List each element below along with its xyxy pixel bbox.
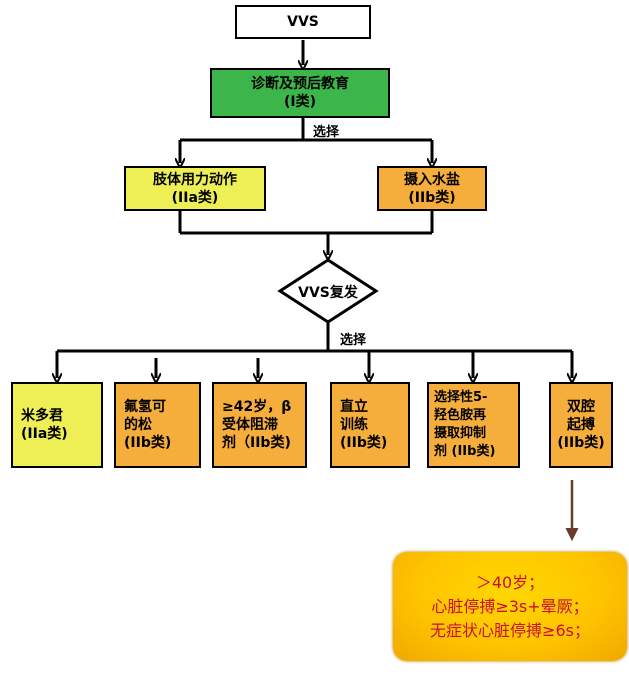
salt-line-2: (IIb类) (408, 189, 456, 206)
note-line-2: 心脏停搏≥3s+晕厥； (431, 596, 589, 616)
ssri-line-2: 羟色胺再 (434, 408, 487, 423)
pacing-criteria-note: ＞40岁； 心脏停搏≥3s+晕厥； 无症状心脏停搏≥6s； (393, 552, 627, 661)
diagnosis-box: 诊断及预后教育 (I类) (210, 68, 390, 118)
midodrine-box: 米多君 (IIa类) (11, 382, 103, 468)
tilt-line-3: (IIb类) (340, 435, 388, 451)
pacing-line-3: (IIb类) (557, 435, 605, 451)
fludro-line-2: 的松 (124, 417, 152, 433)
ssri-line-1: 选择性5- (434, 390, 488, 405)
midodrine-line-1: 米多君 (21, 408, 63, 424)
start-box: VVS (235, 5, 371, 39)
diagnosis-line-2: (I类) (283, 94, 316, 110)
salt-line-1: 摄入水盐 (404, 171, 460, 188)
choice-label-1: 选择 (313, 125, 340, 140)
tilt-line-2: 训练 (340, 417, 368, 433)
beta-line-1: ≥42岁，β (222, 399, 292, 415)
beta-line-3: 剂（IIb类) (222, 435, 291, 451)
pacing-line-1: 双腔 (567, 399, 595, 415)
tilt-line-1: 直立 (340, 399, 368, 415)
choice-label-2: 选择 (340, 333, 367, 348)
pacing-line-2: 起搏 (567, 417, 595, 433)
fludrocortisone-box: 氟氢可 的松 (IIb类) (114, 382, 201, 468)
note-line-3: 无症状心脏停搏≥6s； (430, 620, 590, 640)
fludro-line-1: 氟氢可 (124, 399, 166, 415)
ssri-box: 选择性5- 羟色胺再 摄取抑制 剂 (IIb类) (427, 382, 520, 468)
fludro-line-3: (IIb类) (124, 435, 172, 451)
beta-blocker-box: ≥42岁，β 受体阻滞 剂（IIb类) (212, 382, 307, 468)
diagnosis-line-1: 诊断及预后教育 (251, 76, 349, 92)
tilt-training-box: 直立 训练 (IIb类) (330, 382, 410, 468)
limb-box: 肢体用力动作 (IIa类) (124, 166, 266, 211)
dual-chamber-pacing-box: 双腔 起搏 (IIb类) (549, 382, 613, 468)
midodrine-line-2: (IIa类) (21, 426, 68, 442)
limb-line-2: (IIa类) (171, 189, 219, 206)
ssri-line-4: 剂 (IIb类) (434, 444, 496, 459)
beta-line-2: 受体阻滞 (222, 417, 278, 433)
ssri-line-3: 摄取抑制 (434, 426, 487, 441)
salt-box: 摄入水盐 (IIb类) (377, 166, 487, 211)
limb-line-1: 肢体用力动作 (153, 171, 237, 188)
recurrence-label: VVS复发 (298, 285, 358, 301)
start-label: VVS (287, 14, 319, 30)
note-line-1: ＞40岁； (475, 572, 545, 592)
